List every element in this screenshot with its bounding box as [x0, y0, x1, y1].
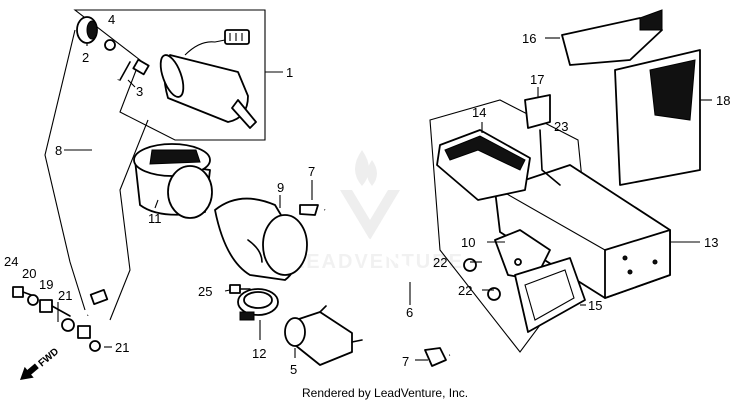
- filter-center-group: [133, 143, 481, 367]
- callout-7a: 7: [308, 164, 315, 179]
- callout-9: 9: [277, 180, 284, 195]
- callout-13: 13: [704, 235, 718, 250]
- stay-17: [524, 94, 561, 186]
- cover-18: [614, 49, 701, 186]
- nut-22a: [463, 258, 477, 272]
- callout-8: 8: [55, 143, 62, 158]
- fwd-arrow: FWD: [20, 346, 62, 380]
- nut-22b: [487, 287, 501, 301]
- callout-3: 3: [136, 84, 143, 99]
- fuel-pump: [159, 29, 257, 129]
- callout-19: 19: [39, 277, 53, 292]
- footer-credit: Rendered by LeadVenture, Inc.: [302, 386, 468, 400]
- callout-1: 1: [286, 65, 293, 80]
- callout-5: 5: [290, 362, 297, 377]
- holder-band: [214, 197, 308, 281]
- callouts: 1 2 3 4 5 6 7 7 8 9 10 11 12 13 14 15 16…: [4, 12, 730, 377]
- callout-21a: 21: [58, 288, 72, 303]
- callout-20: 20: [22, 266, 36, 281]
- washer-4: [104, 39, 116, 51]
- callout-24: 24: [4, 254, 18, 269]
- leader-lines: [57, 37, 712, 361]
- cushion-part: [76, 16, 98, 44]
- callout-16: 16: [522, 31, 536, 46]
- callout-17: 17: [530, 72, 544, 87]
- callout-22b: 22: [458, 283, 472, 298]
- callout-2: 2: [82, 50, 89, 65]
- callout-6: 6: [406, 305, 413, 320]
- callout-11: 11: [148, 211, 162, 226]
- callout-10: 10: [461, 235, 475, 250]
- watermark: LEADVENTURE: [292, 150, 464, 273]
- band-clamp: [237, 288, 279, 321]
- callout-21b: 21: [115, 340, 129, 355]
- clip-7b: [424, 347, 447, 367]
- callout-4: 4: [108, 12, 115, 27]
- fitting-part: [119, 58, 150, 81]
- screw-25: [229, 284, 251, 294]
- canister-group: [429, 9, 701, 353]
- callout-18: 18: [716, 93, 730, 108]
- callout-15: 15: [588, 298, 602, 313]
- fwd-label: FWD: [37, 346, 62, 369]
- callout-25: 25: [198, 284, 212, 299]
- fuel-hose: [85, 78, 120, 317]
- canister-cover: [436, 129, 531, 201]
- bolt-set: [12, 286, 101, 352]
- watermark-text: LEADVENTURE: [292, 251, 464, 273]
- clip-7: [299, 204, 319, 216]
- rubber-cushion: [133, 143, 213, 219]
- fuel-pump-group: [12, 9, 266, 352]
- fuel-filter: [284, 305, 363, 366]
- callout-14: 14: [472, 105, 486, 120]
- charcoal-canister: [494, 164, 671, 299]
- callout-23: 23: [554, 119, 568, 134]
- callout-12: 12: [252, 346, 266, 361]
- callout-7b: 7: [402, 354, 409, 369]
- drain-tube: [323, 208, 481, 358]
- cap-16: [561, 9, 663, 66]
- canister-pad: [514, 257, 586, 333]
- callout-22a: 22: [433, 255, 447, 270]
